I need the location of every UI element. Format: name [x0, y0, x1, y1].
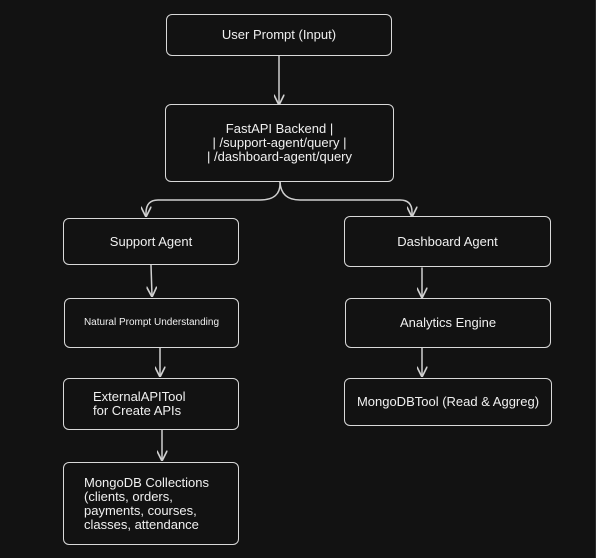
node-mongodb-collections: MongoDB Collections (clients, orders, pa…	[63, 462, 239, 545]
node-natural-prompt-understanding-label: Natural Prompt Understanding	[83, 317, 220, 328]
node-mongodb-tool: MongoDBTool (Read & Aggreg)	[344, 378, 552, 426]
node-support-agent-label: Support Agent	[109, 233, 193, 249]
node-external-api-tool: ExternalAPITool for Create APIs	[63, 378, 239, 430]
node-analytics-engine-label: Analytics Engine	[399, 315, 497, 330]
edge-fastapi-to-support-agent	[146, 181, 281, 216]
node-user-prompt: User Prompt (Input)	[166, 14, 392, 56]
node-mongodb-tool-label: MongoDBTool (Read & Aggreg)	[356, 394, 540, 409]
edge-support-to-natural-prompt	[151, 264, 152, 296]
node-fastapi-backend-label: FastAPI Backend | | /support-agent/query…	[206, 121, 353, 164]
edge-fastapi-to-dashboard-agent	[279, 181, 412, 216]
node-dashboard-agent-label: Dashboard Agent	[397, 233, 498, 249]
node-external-api-tool-label: ExternalAPITool for Create APIs	[93, 389, 186, 418]
node-support-agent: Support Agent	[63, 218, 239, 265]
node-dashboard-agent: Dashboard Agent	[344, 216, 551, 267]
node-mongodb-collections-label: MongoDB Collections (clients, orders, pa…	[84, 474, 210, 532]
node-fastapi-backend: FastAPI Backend | | /support-agent/query…	[165, 104, 394, 182]
node-natural-prompt-understanding: Natural Prompt Understanding	[64, 298, 239, 348]
node-user-prompt-label: User Prompt (Input)	[221, 27, 337, 42]
node-analytics-engine: Analytics Engine	[345, 298, 551, 348]
